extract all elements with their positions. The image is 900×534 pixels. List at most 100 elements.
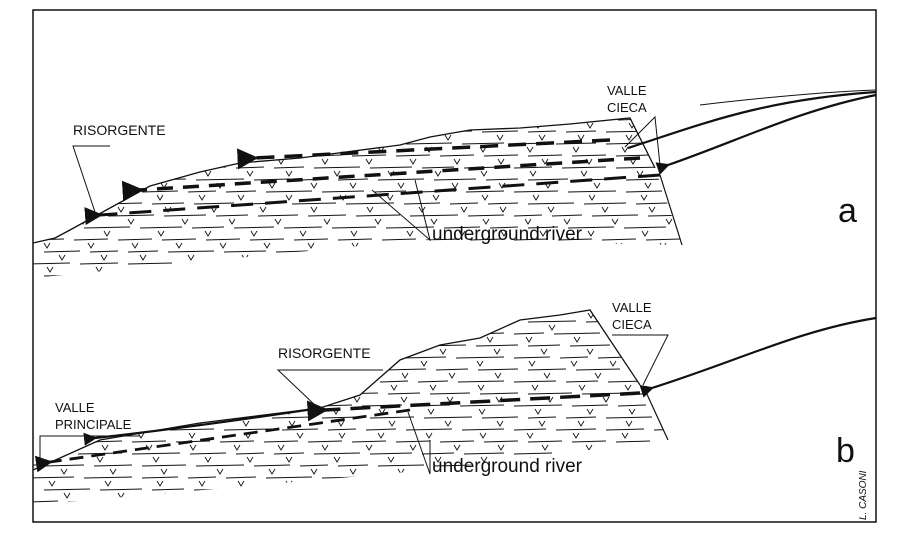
rock-layer-line — [645, 238, 681, 241]
rock-layer-line — [449, 488, 479, 491]
rock-layer-line — [513, 476, 559, 479]
rock-layer-line — [223, 142, 273, 145]
rock-layer-line — [219, 332, 261, 335]
rock-layer-line — [323, 262, 355, 265]
rock-v-mark — [158, 324, 166, 331]
rock-v-mark — [43, 242, 51, 249]
rock-layer-line — [565, 130, 597, 133]
rock-v-mark — [392, 336, 400, 343]
rock-v-mark — [418, 492, 426, 499]
rock-layer-line — [415, 476, 457, 479]
rock-v-mark — [41, 336, 49, 343]
rock-layer-line — [469, 238, 505, 241]
rock-layer-line — [678, 489, 718, 490]
rock-layer-line — [43, 464, 85, 467]
rock-v-mark — [481, 194, 489, 201]
rock-v-mark — [434, 254, 442, 261]
rock-layer-line — [615, 440, 651, 443]
rock-layer-line — [229, 130, 263, 133]
rock-layer-line — [127, 262, 173, 265]
rock-v-mark — [434, 170, 442, 177]
rock-layer-line — [375, 320, 417, 323]
rock-layer-line — [401, 356, 447, 359]
rock-layer-line — [43, 344, 77, 347]
rock-v-mark — [131, 242, 139, 249]
rock-v-mark — [181, 504, 189, 505]
rock-layer-line — [609, 332, 653, 335]
rock-layer-line — [113, 356, 145, 359]
rock-layer-line — [67, 500, 99, 503]
rock-v-mark — [689, 457, 695, 462]
rock-layer-line — [257, 500, 299, 503]
rock-v-mark — [227, 360, 235, 367]
rock-v-mark — [586, 348, 594, 355]
rock-v-mark — [285, 480, 293, 487]
leader-underground-river-a — [371, 179, 431, 242]
rock-v-mark — [117, 492, 125, 499]
underground-river-path-a1 — [236, 138, 611, 170]
rock-v-mark — [299, 230, 307, 237]
rock-v-mark — [479, 146, 487, 153]
rock-v-mark — [587, 230, 595, 237]
rock-layer-line — [409, 500, 459, 503]
rock-layer-line — [187, 190, 217, 193]
rock-v-mark — [640, 194, 648, 201]
rock-v-mark — [274, 218, 282, 225]
rock-v-mark — [397, 468, 405, 475]
rock-layer-line — [657, 380, 668, 383]
rock-v-mark — [687, 349, 693, 354]
rock-layer-line — [219, 440, 255, 443]
rock-layer-line — [555, 142, 597, 145]
rock-layer-line — [479, 392, 519, 395]
rock-layer-line — [345, 488, 395, 491]
rock-layer-line — [131, 154, 167, 157]
rock-layer-line — [577, 464, 617, 467]
rock-layer-line — [563, 262, 603, 265]
leader-valle-cieca-b — [612, 334, 669, 386]
rock-v-mark — [480, 170, 488, 177]
rock-hatching-a — [33, 118, 694, 284]
rock-layer-line — [273, 166, 305, 169]
rock-v-mark — [48, 194, 56, 201]
rock-layer-line — [183, 344, 229, 347]
label-valle-a: VALLE — [607, 83, 647, 98]
rock-v-mark — [673, 433, 679, 438]
rock-layer-line — [513, 452, 553, 455]
rock-v-mark — [629, 158, 637, 165]
rock-layer-line — [265, 476, 313, 479]
rock-v-mark — [296, 266, 304, 273]
rock-layer-line — [605, 130, 653, 133]
rock-v-mark — [448, 372, 456, 379]
rock-layer-line — [285, 262, 315, 265]
rock-v-mark — [268, 468, 276, 475]
label-risorgente-a: RISORGENTE — [73, 122, 166, 138]
rock-layer-line — [625, 190, 663, 193]
underground-river-path-b1 — [306, 391, 641, 422]
rock-layer-line — [625, 476, 663, 479]
rock-v-mark — [601, 492, 609, 499]
rock-v-mark — [688, 279, 694, 284]
rock-v-mark — [63, 206, 71, 213]
rock-layer-line — [431, 274, 463, 277]
rock-layer-line — [471, 274, 519, 277]
rock-layer-line — [373, 476, 407, 479]
rock-layer-line — [225, 476, 257, 479]
rock-v-mark — [444, 420, 452, 427]
rock-layer-line — [167, 250, 215, 253]
rock-v-mark — [577, 420, 585, 427]
rock-layer-line — [351, 154, 387, 157]
rock-v-mark — [60, 468, 68, 475]
rock-layer-line — [527, 202, 575, 205]
rock-v-mark — [387, 456, 395, 463]
rock-layer-line — [485, 178, 519, 181]
rock-layer-line — [201, 392, 231, 395]
rock-v-mark — [390, 384, 398, 391]
rock-layer-line — [195, 178, 245, 181]
rock-layer-line — [569, 344, 611, 347]
rock-layer-line — [33, 310, 77, 311]
rock-v-mark — [409, 158, 417, 165]
rock-v-mark — [86, 360, 94, 367]
rock-layer-line — [271, 416, 313, 419]
rock-v-mark — [102, 348, 110, 355]
